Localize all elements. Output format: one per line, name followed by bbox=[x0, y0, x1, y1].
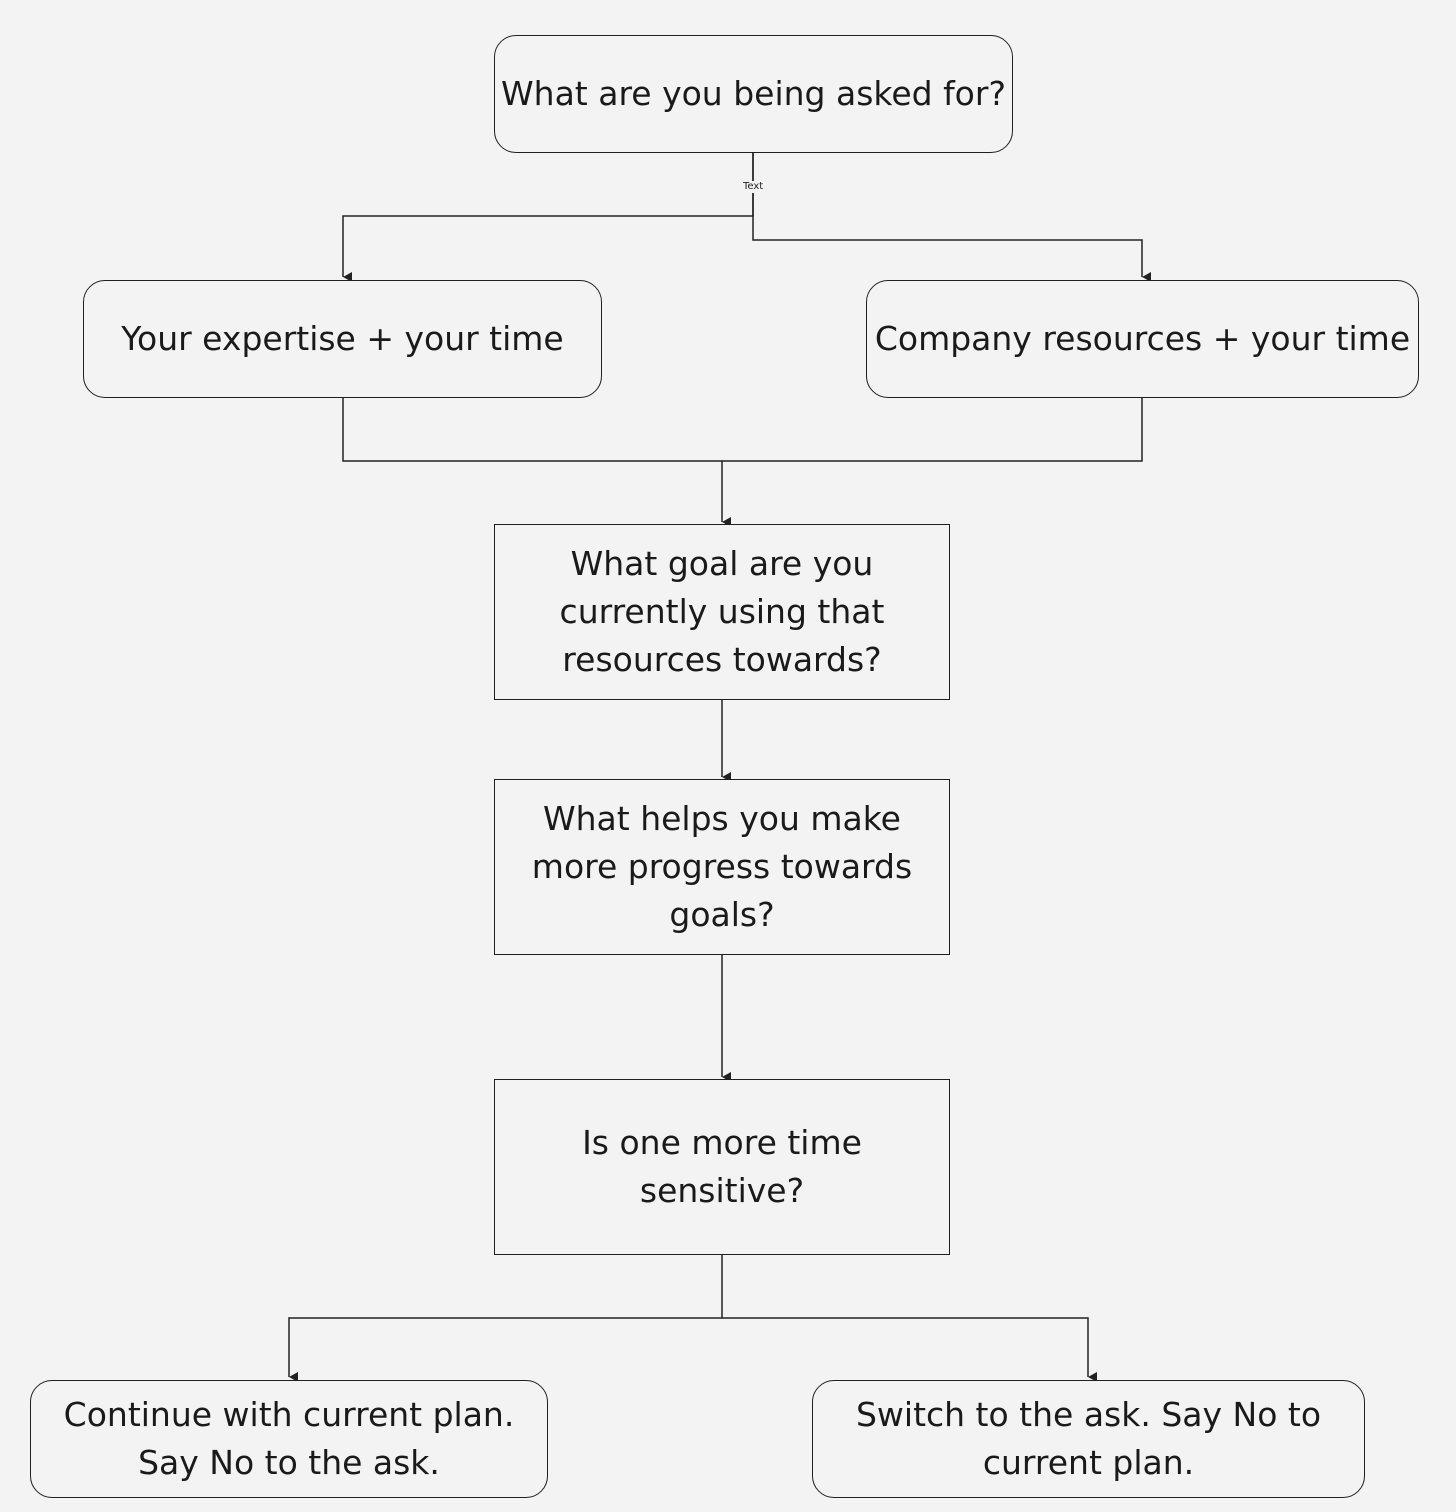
connector-to-company bbox=[752, 153, 1151, 282]
node-more-progress: What helps you make more progress toward… bbox=[494, 779, 950, 955]
connector-to-switch bbox=[722, 1317, 1097, 1382]
node-current-goal: What goal are you currently using that r… bbox=[494, 524, 950, 700]
edge-label-text: Text bbox=[742, 181, 765, 193]
node-your-expertise: Your expertise + your time bbox=[83, 280, 602, 398]
node-label: Company resources + your time bbox=[874, 319, 1411, 358]
node-label: What are you being asked for? bbox=[501, 74, 1006, 113]
node-company-resources: Company resources + your time bbox=[866, 280, 1419, 398]
node-continue-current-plan: Continue with current plan. Say No to th… bbox=[30, 1380, 548, 1498]
node-label: What goal are you currently using that r… bbox=[559, 544, 885, 679]
node-label: Continue with current plan. Say No to th… bbox=[63, 1395, 515, 1482]
node-label: Your expertise + your time bbox=[121, 319, 564, 358]
node-label: Is one more time sensitive? bbox=[582, 1123, 862, 1210]
connector-company-to-goal bbox=[722, 398, 1143, 462]
node-time-sensitive: Is one more time sensitive? bbox=[494, 1079, 950, 1255]
node-switch-to-ask: Switch to the ask. Say No to current pla… bbox=[812, 1380, 1365, 1498]
connector-to-expertise bbox=[342, 153, 754, 282]
node-label: Switch to the ask. Say No to current pla… bbox=[855, 1395, 1322, 1482]
connector-to-continue bbox=[288, 1255, 723, 1382]
node-what-asked-for: What are you being asked for? bbox=[494, 35, 1013, 153]
node-label: What helps you make more progress toward… bbox=[531, 799, 913, 934]
connector-expertise-to-goal bbox=[342, 398, 731, 527]
